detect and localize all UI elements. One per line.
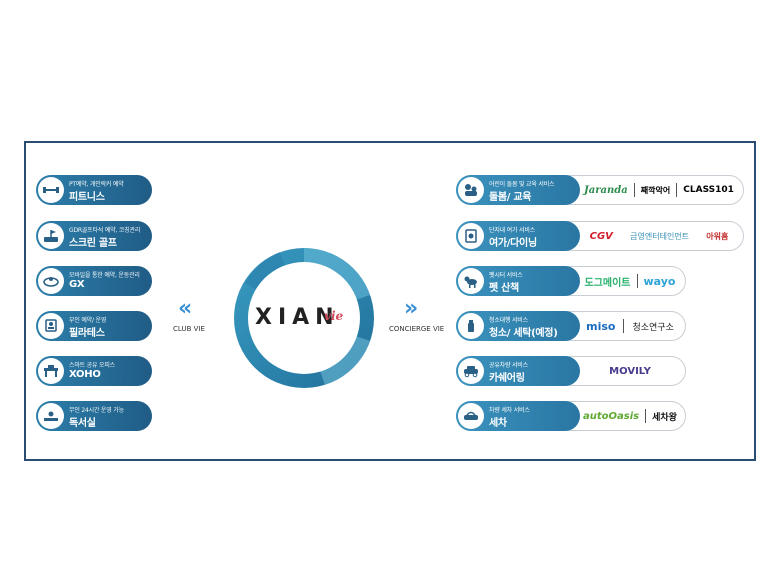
chevron-right-icon: » xyxy=(404,296,419,321)
partner-logo: 도그메이트 xyxy=(584,277,631,289)
concierge-item-title: 세차 xyxy=(489,418,507,429)
club-item-gx: 모바일을 통한 예약, 운동관리 GX xyxy=(36,266,152,296)
concierge-item-title: 청소/ 세탁(예정) xyxy=(489,328,558,339)
concierge-item-title: 돌봄/ 교육 xyxy=(489,192,532,203)
golf-icon xyxy=(38,223,64,249)
club-item-title: 피트니스 xyxy=(69,192,105,203)
concierge-item-car-wash: 차량 세차 서비스 세차 autoOasis 세차왕 xyxy=(456,401,686,431)
partner-logo: Jaranda xyxy=(584,184,628,196)
concierge-item-pet-walk: 펫시터 서비스 펫 산책 도그메이트 wayo xyxy=(456,266,686,296)
concierge-item-title: 여가/다이닝 xyxy=(489,238,537,249)
divider xyxy=(676,183,678,197)
childcare-icon xyxy=(458,177,484,203)
partner-logo: autoOasis xyxy=(583,410,640,422)
concierge-item-bar: 어린이 돌봄 및 교육 서비스 돌봄/ 교육 xyxy=(456,175,580,205)
concierge-item-leisure: 단지내 여가 서비스 여가/다이닝 CGV 금영엔터테인먼트 아워홈 xyxy=(456,221,744,251)
pet-walk-icon xyxy=(458,268,484,294)
dumbbell-icon xyxy=(38,177,64,203)
club-item-pilates: 부인 예약/ 운영 필라테스 xyxy=(36,311,152,341)
concierge-item-bar: 차량 세차 서비스 세차 xyxy=(456,401,580,431)
concierge-item-sub: 차량 세차 서비스 xyxy=(489,407,530,414)
club-item-fitness: PT예약, 개인락커 예약 피트니스 xyxy=(36,175,152,205)
brand-logo-suffix: vie xyxy=(324,309,344,323)
club-item-title: 스크린 골프 xyxy=(69,238,117,249)
brand-logo-text: XIAN xyxy=(255,305,340,330)
club-item-title: 독서실 xyxy=(69,418,96,429)
partner-logo: CLASS101 xyxy=(683,185,734,195)
club-vie-label: CLUB VIE xyxy=(173,325,205,333)
partner-logos: CGV 금영엔터테인먼트 아워홈 xyxy=(581,222,737,250)
concierge-item-sub: 공유차량 서비스 xyxy=(489,362,528,369)
concierge-item-bar: 청소대행 서비스 청소/ 세탁(예정) xyxy=(456,311,580,341)
club-item-sub: PT예약, 개인락커 예약 xyxy=(69,181,124,188)
car-share-icon xyxy=(458,358,484,384)
concierge-item-title: 펫 산책 xyxy=(489,283,519,294)
divider xyxy=(645,409,647,423)
concierge-item-bar: 펫시터 서비스 펫 산책 xyxy=(456,266,580,296)
concierge-item-title: 카쉐어링 xyxy=(489,373,525,384)
ring-segment xyxy=(245,252,288,295)
partner-logo: 청소연구소 xyxy=(632,322,674,333)
concierge-vie-label: CONCIERGE VIE xyxy=(389,325,445,333)
club-item-sub: 모바일을 통한 예약, 운동관리 xyxy=(69,272,140,279)
club-item-screen-golf: GDR골프타석 예약, 코칭관리 스크린 골프 xyxy=(36,221,152,251)
partner-logos: Jaranda 째깍악어 CLASS101 xyxy=(581,176,737,204)
partner-logos: MOVILY xyxy=(581,357,679,385)
partner-logos: 도그메이트 wayo xyxy=(581,267,679,295)
concierge-item-bar: 단지내 여가 서비스 여가/다이닝 xyxy=(456,221,580,251)
concierge-item-bar: 공유차량 서비스 카쉐어링 xyxy=(456,356,580,386)
club-item-sub: GDR골프타석 예약, 코칭관리 xyxy=(69,227,141,234)
club-item-title: GX xyxy=(69,279,85,290)
concierge-item-car-share: 공유차량 서비스 카쉐어링 MOVILY xyxy=(456,356,686,386)
chevron-left-icon: « xyxy=(178,296,193,321)
cleaning-icon xyxy=(458,313,484,339)
divider xyxy=(633,183,635,197)
divider xyxy=(636,274,638,288)
club-item-reading-room: 무인 24시간 운영 가능 독서실 xyxy=(36,401,152,431)
partner-logo: 금영엔터테인먼트 xyxy=(630,231,690,241)
concierge-item-sub: 단지내 여가 서비스 xyxy=(489,227,535,234)
club-item-sub: 무인 24시간 운영 가능 xyxy=(69,407,124,414)
club-item-sub: 스마트 공유 오피스 xyxy=(69,362,115,369)
partner-logo: 세차왕 xyxy=(652,412,677,423)
concierge-item-childcare: 어린이 돌봄 및 교육 서비스 돌봄/ 교육 Jaranda 째깍악어 CLAS… xyxy=(456,175,744,205)
office-icon xyxy=(38,358,64,384)
club-item-title: XOHO xyxy=(69,369,101,380)
reading-room-icon xyxy=(38,403,64,429)
partner-logo: miso xyxy=(586,319,616,333)
car-wash-icon xyxy=(458,403,484,429)
ring-segment xyxy=(317,333,370,385)
concierge-item-cleaning: 청소대행 서비스 청소/ 세탁(예정) miso 청소연구소 xyxy=(456,311,686,341)
center-ring xyxy=(234,248,374,388)
partner-logos: autoOasis 세차왕 xyxy=(581,402,679,430)
partner-logos: miso 청소연구소 xyxy=(581,312,679,340)
concierge-item-sub: 청소대행 서비스 xyxy=(489,317,528,324)
club-item-xoho: 스마트 공유 오피스 XOHO xyxy=(36,356,152,386)
partner-logo: wayo xyxy=(643,274,676,288)
ring-inner xyxy=(248,262,360,374)
club-item-title: 필라테스 xyxy=(69,328,105,339)
divider xyxy=(623,319,625,333)
partner-logo: MOVILY xyxy=(609,365,651,377)
gx-icon xyxy=(38,268,64,294)
concierge-item-sub: 펫시터 서비스 xyxy=(489,272,523,279)
club-item-sub: 부인 예약/ 운영 xyxy=(69,317,107,324)
partner-logo: 째깍악어 xyxy=(640,185,671,195)
partner-logo: 아워홈 xyxy=(706,231,729,241)
partner-logo: CGV xyxy=(589,230,613,242)
concierge-item-sub: 어린이 돌봄 및 교육 서비스 xyxy=(489,181,555,188)
pilates-icon xyxy=(38,313,64,339)
leisure-icon xyxy=(458,223,484,249)
